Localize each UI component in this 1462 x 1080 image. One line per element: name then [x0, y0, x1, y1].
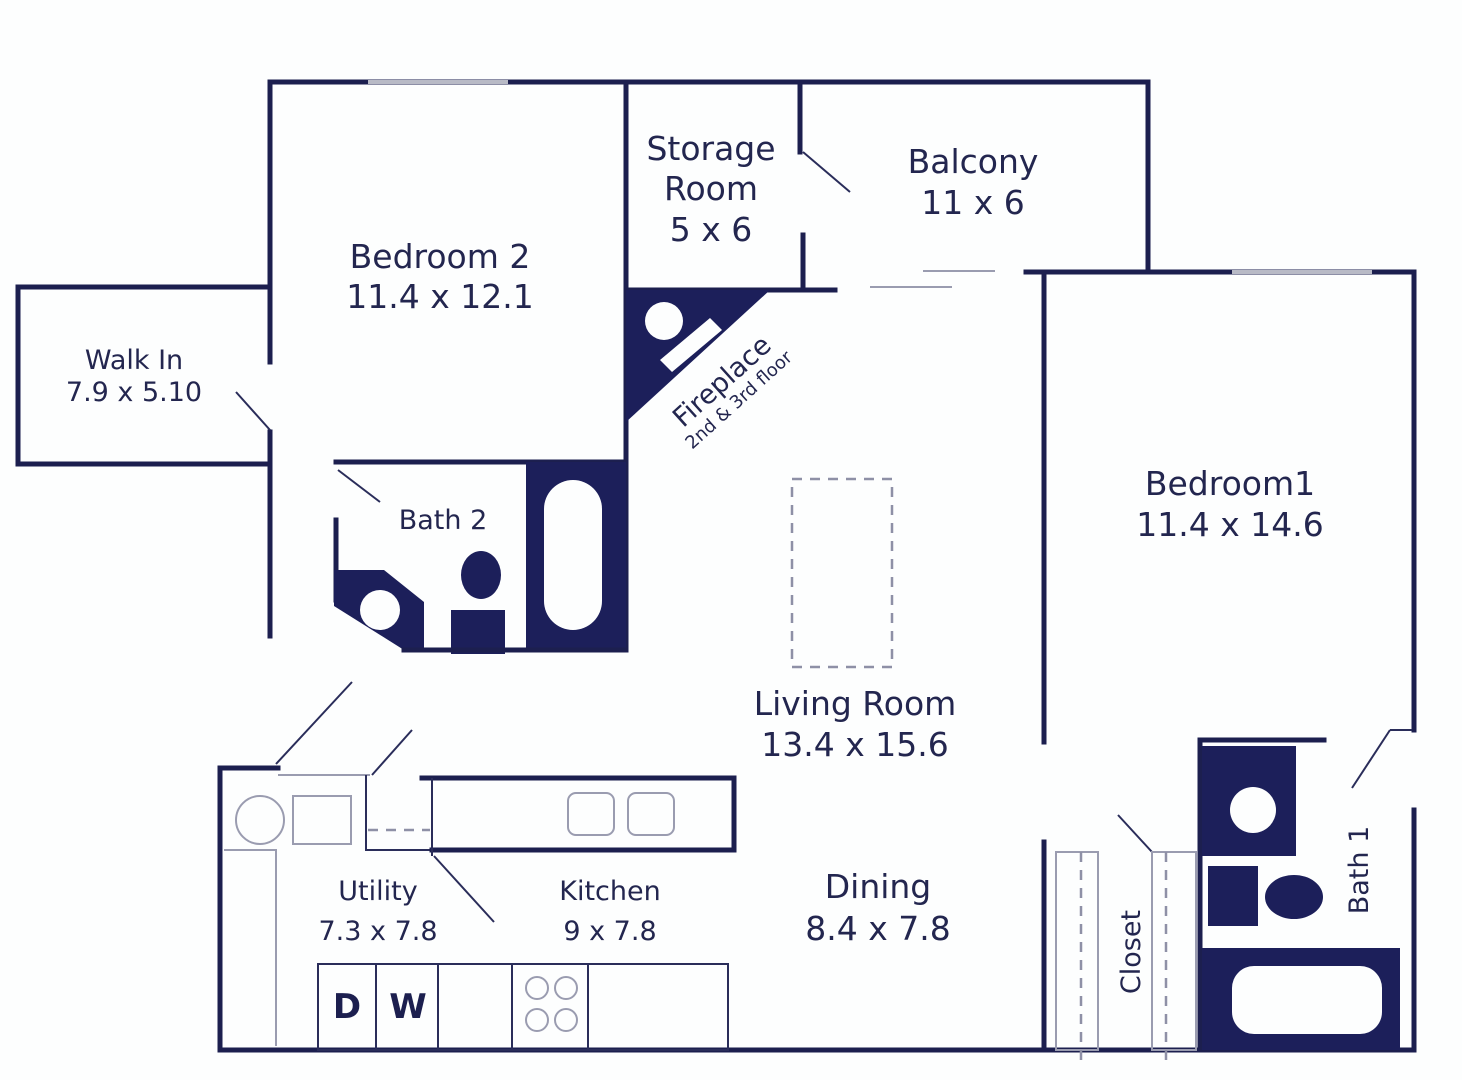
bedroom2-size: 11.4 x 12.1 — [346, 277, 533, 316]
dining-size: 8.4 x 7.8 — [805, 909, 950, 948]
kitchen-size: 9 x 7.8 — [563, 916, 656, 947]
dryer-label: D — [333, 987, 361, 1027]
dining-name: Dining — [825, 867, 932, 906]
balcony-name: Balcony — [908, 142, 1039, 181]
walk-in-size: 7.9 x 5.10 — [66, 377, 202, 408]
bedroom2-name: Bedroom 2 — [350, 237, 531, 276]
bath2-name: Bath 2 — [399, 505, 488, 536]
kitchen-name: Kitchen — [559, 876, 660, 907]
walk-in-name: Walk In — [85, 345, 183, 376]
washer-label: W — [389, 987, 427, 1027]
fireplace: Fireplace 2nd & 3rd floor — [626, 290, 797, 454]
bedroom1-name: Bedroom1 — [1145, 464, 1315, 503]
room-labels: Walk In 7.9 x 5.10 Bedroom 2 11.4 x 12.1… — [66, 129, 1324, 948]
storage-name-line1: Storage — [646, 129, 775, 168]
storage-size: 5 x 6 — [670, 210, 753, 249]
living-room-rug — [790, 477, 894, 669]
bath1-label: Bath 1 — [1344, 826, 1375, 915]
living-room-size: 13.4 x 15.6 — [761, 725, 948, 764]
utility-name: Utility — [338, 876, 417, 907]
closet-label: Closet — [1116, 910, 1147, 994]
living-room-name: Living Room — [754, 684, 957, 723]
door-swings — [235, 151, 1412, 923]
bath2-fixtures — [334, 462, 629, 654]
bath1-fixtures: Bath 1 — [1197, 737, 1400, 1053]
kitchen-utility: D W — [224, 774, 737, 1051]
balcony-size: 11 x 6 — [921, 183, 1025, 222]
closet: Closet — [1055, 851, 1197, 1066]
utility-size: 7.3 x 7.8 — [318, 916, 437, 947]
storage-name-line2: Room — [664, 169, 758, 208]
bedroom1-size: 11.4 x 14.6 — [1136, 505, 1323, 544]
